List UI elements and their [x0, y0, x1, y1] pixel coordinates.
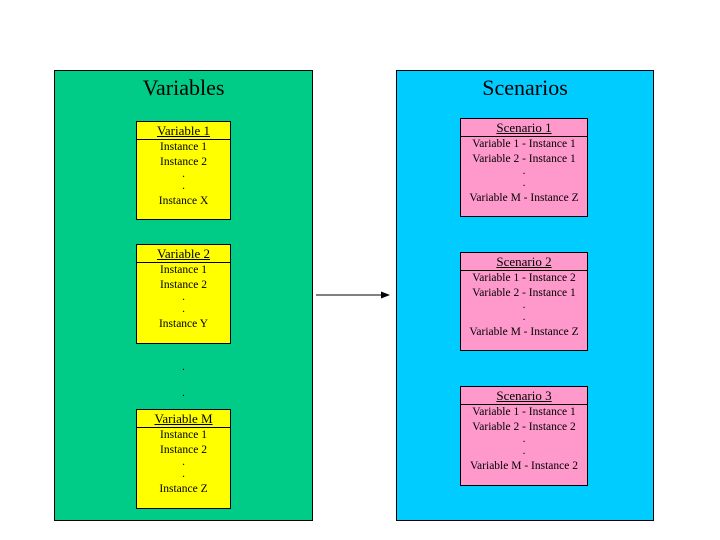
scenario-box-name: Scenario 3 [461, 387, 587, 405]
variable-box-line: . [182, 303, 185, 315]
variable-box-line: Instance X [158, 195, 209, 207]
variable-box: Variable 1 Instance 1 Instance 2 . . Ins… [136, 121, 231, 220]
variable-box-line: Instance 2 [160, 444, 207, 456]
scenario-box-name: Scenario 2 [461, 253, 587, 271]
between-dots: . . [54, 360, 313, 400]
scenario-box-line: . [522, 165, 526, 177]
scenario-box-line: Variable 2 - Instance 2 [472, 421, 576, 433]
variable-box-line: . [182, 468, 185, 480]
variable-box-line: . [182, 456, 185, 468]
variable-box: Variable M Instance 1 Instance 2 . . Ins… [136, 409, 231, 509]
variable-box-line: . [182, 291, 185, 303]
scenario-box: Scenario 3 Variable 1 - Instance 1 Varia… [460, 386, 588, 486]
variable-box: Variable 2 Instance 1 Instance 2 . . Ins… [136, 244, 231, 344]
scenario-box-name: Scenario 1 [461, 119, 587, 137]
scenario-box-line: . [522, 433, 526, 445]
arrow-head [381, 291, 390, 299]
scenario-box: Scenario 1 Variable 1 - Instance 1 Varia… [460, 118, 588, 217]
variable-box-line: Instance Y [158, 318, 209, 330]
scenario-box-line: Variable M - Instance Z [469, 326, 579, 338]
variable-box-line: Instance 1 [160, 429, 207, 441]
scenario-box-line: Variable 2 - Instance 1 [472, 153, 576, 165]
variable-box-line: Instance Z [159, 483, 208, 495]
scenario-box-line: . [522, 445, 526, 457]
variable-box-line: . [182, 180, 185, 192]
between-dot: . [182, 387, 185, 399]
variable-box-line: . [182, 168, 185, 180]
scenario-box-line: Variable 1 - Instance 1 [472, 406, 576, 418]
scenario-box: Scenario 2 Variable 1 - Instance 2 Varia… [460, 252, 588, 351]
variable-box-line: Instance 2 [160, 156, 207, 168]
scenarios-title: Scenarios [482, 75, 568, 100]
variable-box-name: Variable 2 [137, 245, 230, 263]
variable-box-line: Instance 1 [160, 141, 207, 153]
scenario-box-line: . [522, 311, 526, 323]
scenario-box-line: Variable 2 - Instance 1 [472, 287, 576, 299]
variable-box-line: Instance 1 [160, 264, 207, 276]
variables-title: Variables [142, 75, 225, 100]
scenario-box-line: Variable 1 - Instance 2 [472, 272, 576, 284]
variable-box-line: Instance 2 [160, 279, 207, 291]
between-dot: . [182, 361, 185, 373]
scenario-box-line: Variable M - Instance Z [469, 192, 579, 204]
variable-box-name: Variable 1 [137, 122, 230, 140]
scenario-box-line: Variable M - Instance 2 [470, 460, 578, 472]
scenario-box-line: Variable 1 - Instance 1 [472, 138, 576, 150]
scenario-box-line: . [522, 299, 526, 311]
variable-box-name: Variable M [137, 410, 230, 428]
scenario-box-line: . [522, 177, 526, 189]
